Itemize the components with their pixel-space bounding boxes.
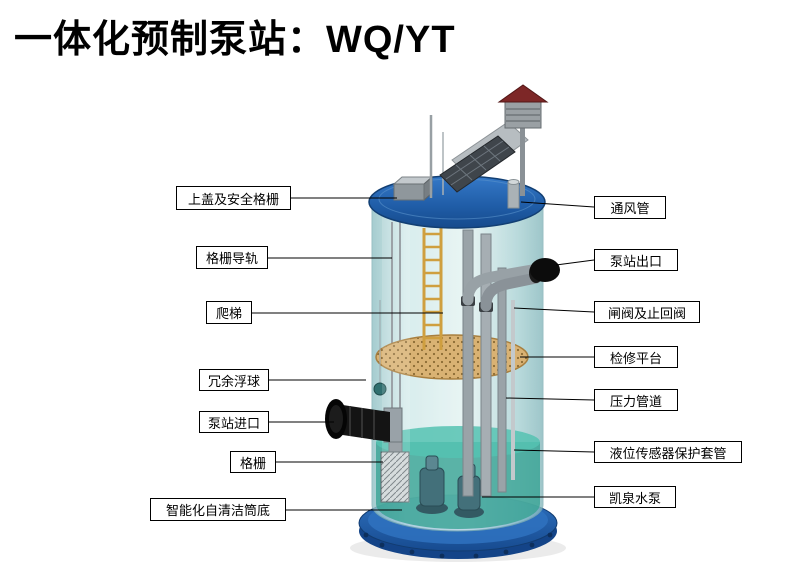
label-pump-inlet: 泵站进口 — [199, 411, 269, 433]
roof-vent-box — [497, 84, 549, 196]
ladder — [422, 228, 443, 350]
vent-pipe — [507, 179, 520, 209]
control-box — [392, 175, 434, 202]
label-vent-pipe: 通风管 — [594, 196, 666, 219]
label-grille-guide-rail: 格栅导轨 — [196, 246, 268, 269]
leader-lines — [252, 197, 595, 511]
label-level-sensor-sleeve: 液位传感器保护套管 — [594, 441, 742, 463]
pressure-pipes — [462, 229, 507, 497]
flange-bolts — [363, 532, 553, 559]
page-title: 一体化预制泵站：WQ/YT — [14, 19, 456, 61]
label-pressure-pipe: 压力管道 — [594, 389, 678, 411]
red-roof — [497, 84, 549, 103]
glass-sheen — [382, 210, 410, 503]
leader-pressure-pipe — [505, 397, 595, 401]
leader-sensor-sleeve — [513, 449, 595, 453]
label-kaiquan-pump: 凯泉水泵 — [594, 486, 676, 508]
label-grille: 格栅 — [230, 451, 276, 473]
lid-structures — [392, 84, 549, 209]
redundant-float-ball — [373, 300, 387, 396]
hatch-panel-dark — [439, 135, 516, 193]
label-maintenance-platform: 检修平台 — [594, 346, 678, 368]
label-top-cover-safety-grille: 上盖及安全格栅 — [176, 186, 291, 210]
inlet-pipe — [325, 399, 403, 443]
label-self-cleaning-bottom: 智能化自清洁筒底 — [150, 498, 286, 521]
leader-outlet — [555, 259, 595, 266]
level-sensor-sleeve — [511, 300, 515, 480]
grille-basket — [380, 451, 410, 503]
label-ladder: 爬梯 — [206, 301, 252, 324]
label-redundant-float: 冗余浮球 — [199, 369, 269, 391]
outlet-pipe — [462, 258, 560, 312]
leader-vent — [520, 201, 595, 208]
label-pump-outlet: 泵站出口 — [594, 249, 678, 271]
leader-valves — [513, 307, 595, 313]
label-gate-check-valve: 闸阀及止回阀 — [594, 301, 700, 323]
